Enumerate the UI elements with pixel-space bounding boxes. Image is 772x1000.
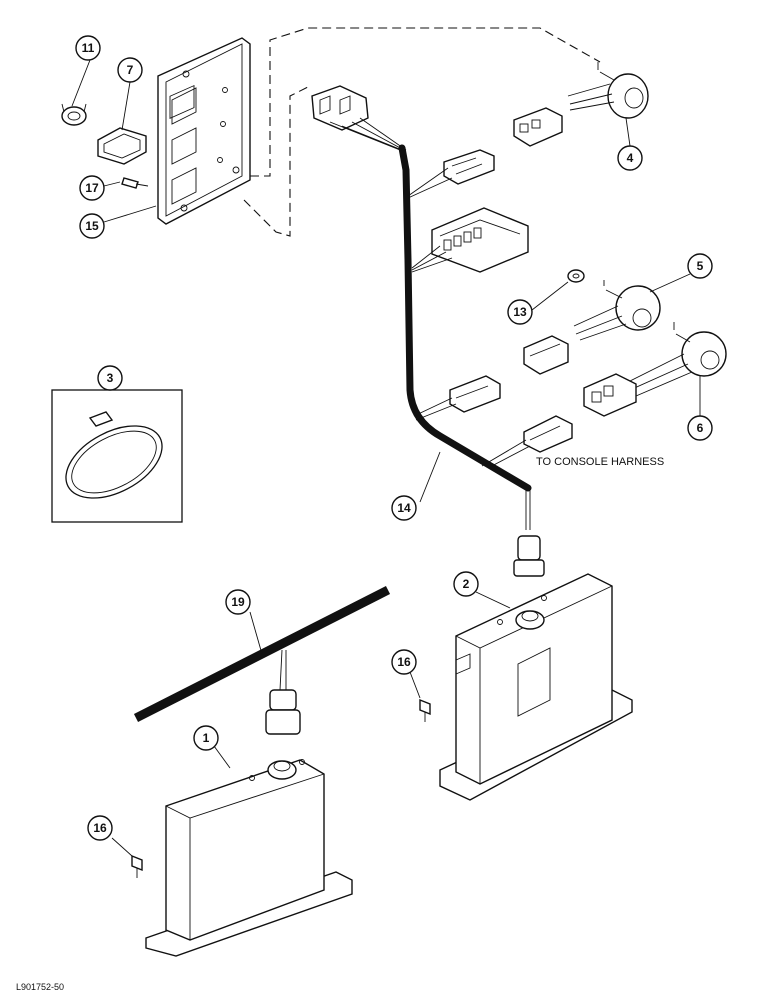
multi-pin-connector xyxy=(411,207,529,273)
svg-text:3: 3 xyxy=(107,371,114,385)
svg-text:13: 13 xyxy=(513,305,527,319)
washer xyxy=(567,269,585,283)
callout-3: 3 xyxy=(97,365,123,391)
cable-tie-inset xyxy=(51,389,183,523)
callout-4: 4 xyxy=(617,145,643,171)
svg-text:5: 5 xyxy=(697,259,704,273)
callout-14: 14 xyxy=(391,495,417,521)
svg-text:15: 15 xyxy=(85,219,99,233)
svg-text:17: 17 xyxy=(85,181,99,195)
svg-text:16: 16 xyxy=(93,821,107,835)
callout-13: 13 xyxy=(507,299,533,325)
bolt xyxy=(419,698,431,722)
svg-text:7: 7 xyxy=(127,63,134,77)
control-module xyxy=(145,759,353,957)
callout-11: 11 xyxy=(75,35,101,61)
mounting-plate xyxy=(157,37,251,225)
svg-text:6: 6 xyxy=(697,421,704,435)
harness-connector xyxy=(407,149,495,199)
callout-leaders xyxy=(71,59,701,857)
harness-connector xyxy=(481,415,573,469)
rocker-switch xyxy=(97,127,147,165)
svg-text:11: 11 xyxy=(82,41,95,55)
callout-2: 2 xyxy=(453,571,479,597)
callout-15: 15 xyxy=(79,213,105,239)
figure-code: L901752-50 xyxy=(16,982,64,992)
screw xyxy=(121,177,149,189)
harness-plug xyxy=(513,490,545,577)
callout-16: 16 xyxy=(87,815,113,841)
svg-text:4: 4 xyxy=(627,151,634,165)
mounting-line xyxy=(243,85,311,237)
console-harness-note: TO CONSOLE HARNESS xyxy=(536,456,664,468)
callout-5: 5 xyxy=(687,253,713,279)
sensor-plug xyxy=(265,649,301,735)
svg-text:16: 16 xyxy=(397,655,411,669)
cable-tie xyxy=(65,411,163,499)
callout-6: 6 xyxy=(687,415,713,441)
callout-19: 19 xyxy=(225,589,251,615)
harness-connector xyxy=(413,375,501,421)
sensor xyxy=(523,280,661,375)
harness-connector xyxy=(311,85,407,151)
mounting-line xyxy=(250,27,601,177)
svg-text:2: 2 xyxy=(463,577,470,591)
bolt xyxy=(131,854,143,878)
knob xyxy=(61,103,87,126)
svg-text:1: 1 xyxy=(203,731,210,745)
sensor xyxy=(513,62,649,147)
callout-1: 1 xyxy=(193,725,219,751)
svg-text:19: 19 xyxy=(231,595,245,609)
svg-text:14: 14 xyxy=(397,501,411,515)
sensor xyxy=(583,322,727,417)
callout-16: 16 xyxy=(391,649,417,675)
callout-7: 7 xyxy=(117,57,143,83)
control-module xyxy=(439,573,633,801)
wire-harness xyxy=(398,144,532,492)
callout-17: 17 xyxy=(79,175,105,201)
